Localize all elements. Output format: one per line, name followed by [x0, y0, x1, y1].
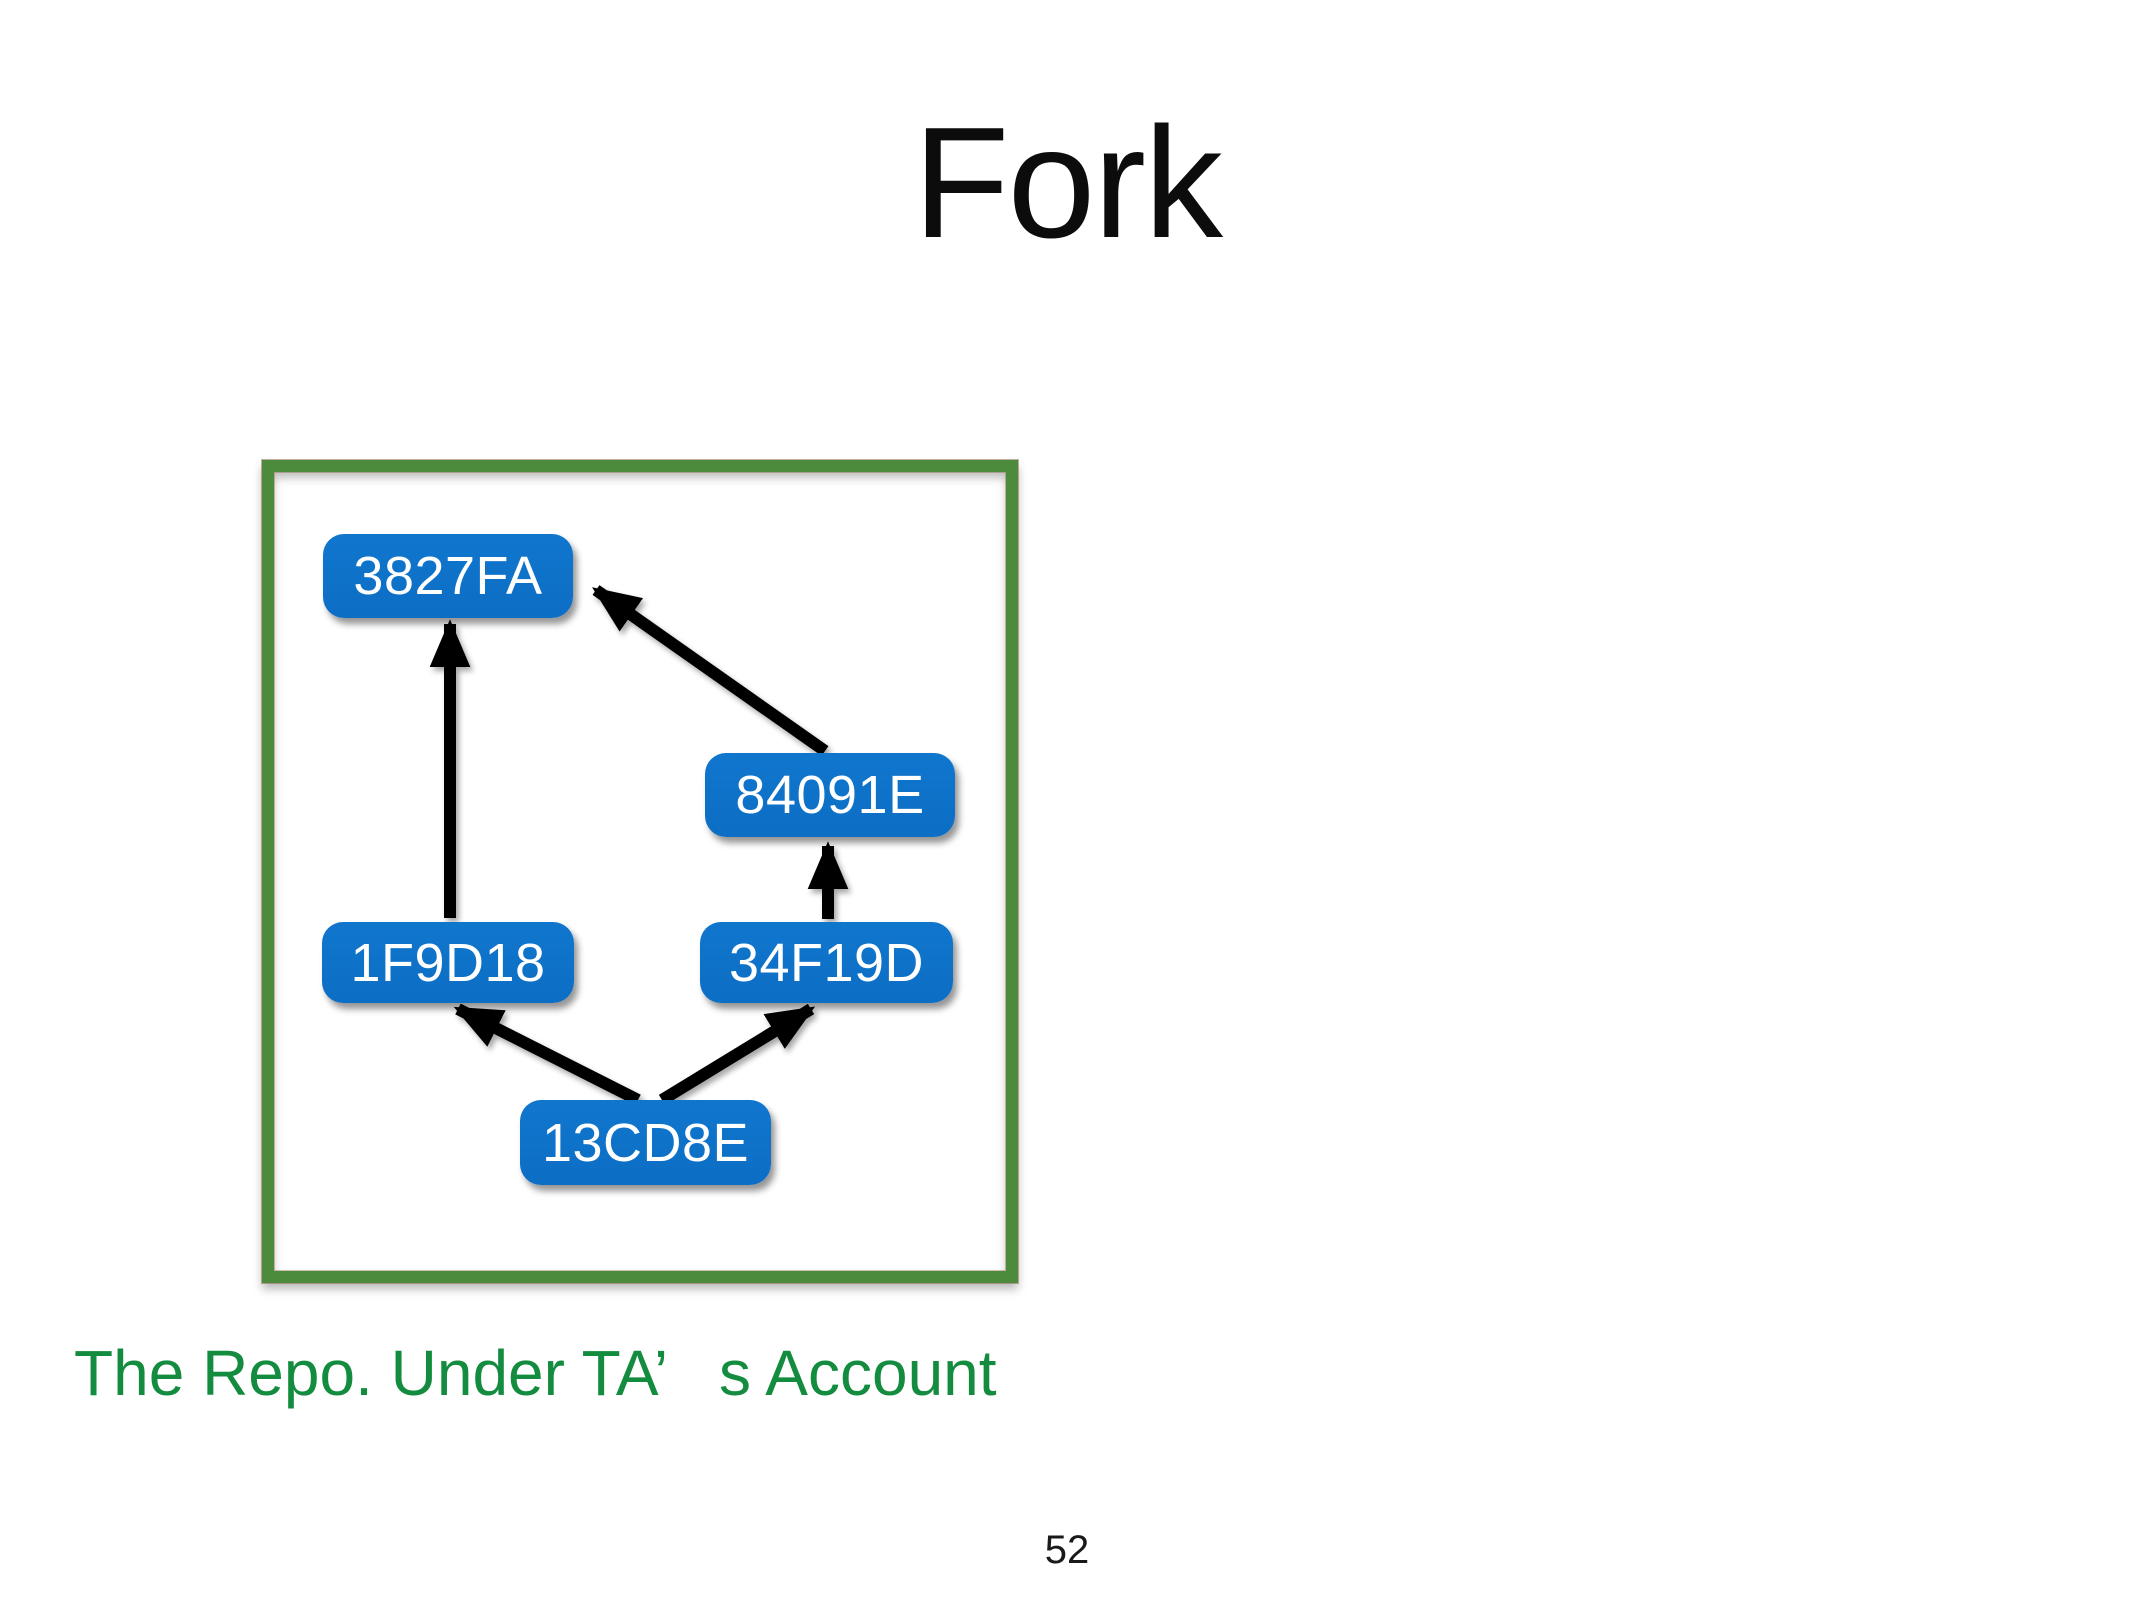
commit-node-3827fa: 3827FA: [323, 534, 573, 618]
arrow-13cd8e-to-1f9d18: [453, 1003, 641, 1106]
arrow-13cd8e-to-34f19d: [658, 1003, 816, 1106]
commit-node-1f9d18: 1F9D18: [322, 922, 574, 1003]
page-number: 52: [1044, 1528, 1090, 1572]
repo-caption: The Repo. Under TA’ s Account: [74, 1337, 997, 1409]
commit-node-34f19d: 34F19D: [700, 922, 953, 1003]
arrow-84091e-to-3827fa: [592, 585, 829, 756]
commit-graph-arrows: [429, 585, 849, 1106]
commit-node-84091e: 84091E: [705, 753, 955, 837]
commit-node-13cd8e: 13CD8E: [520, 1100, 771, 1185]
slide-title: Fork: [913, 95, 1223, 271]
